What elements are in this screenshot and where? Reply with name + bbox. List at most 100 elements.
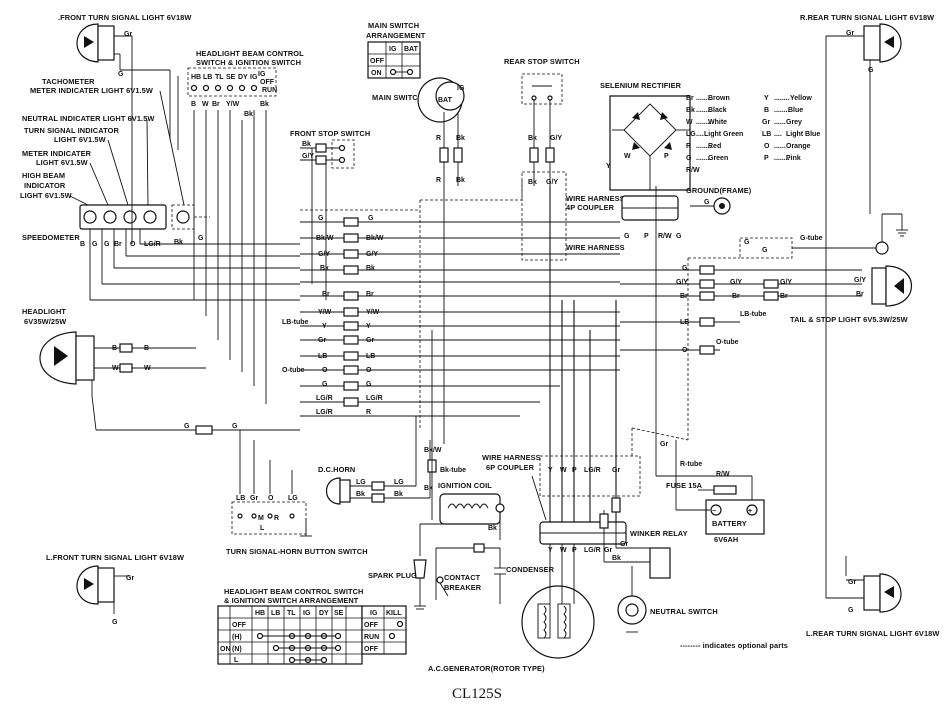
svg-text:Gr: Gr bbox=[126, 575, 134, 582]
svg-text:Gr: Gr bbox=[318, 337, 326, 344]
label-generator: A.C.GENERATOR(ROTOR TYPE) bbox=[428, 664, 545, 673]
svg-text:Br: Br bbox=[732, 293, 740, 300]
svg-text:G/Y: G/Y bbox=[854, 277, 866, 284]
svg-text:Y: Y bbox=[606, 163, 611, 170]
svg-text:LG: LG bbox=[288, 495, 298, 502]
ac-generator: A.C.GENERATOR(ROTOR TYPE) bbox=[428, 544, 595, 673]
svg-text:........: ........ bbox=[696, 95, 712, 102]
svg-text:Bk/W: Bk/W bbox=[366, 235, 384, 242]
svg-text:LB: LB bbox=[271, 610, 280, 617]
top-wires bbox=[131, 36, 523, 430]
svg-text:LB: LB bbox=[366, 353, 375, 360]
svg-text:IG: IG bbox=[389, 46, 397, 53]
label-contact: CONTACT bbox=[444, 573, 481, 582]
fuse-battery: R-tube R/W FUSE 15A − + BATTERY 6V6AH Gr bbox=[631, 186, 765, 544]
rear-stop-switch: REAR STOP SWITCH Bk G/Y Bk G/Y bbox=[504, 57, 580, 186]
selenium-rectifier: SELENIUM RECTIFIER Y W P R/W bbox=[600, 81, 700, 191]
label-rear-right-signal: R.REAR TURN SIGNAL LIGHT 6V18W bbox=[800, 13, 934, 22]
svg-text:G: G bbox=[744, 239, 750, 246]
svg-text:L: L bbox=[260, 525, 265, 532]
svg-text:Grey: Grey bbox=[786, 119, 802, 126]
svg-text:Br: Br bbox=[114, 241, 122, 248]
label-high-beam-3: LIGHT 6V1.5W bbox=[20, 191, 72, 200]
svg-text:Bk: Bk bbox=[260, 101, 269, 108]
svg-text:R/W: R/W bbox=[716, 471, 730, 478]
label-harness-4p: WIRE HARNESS bbox=[566, 194, 625, 203]
svg-text:Bk: Bk bbox=[394, 491, 403, 498]
svg-text:Bk: Bk bbox=[320, 265, 329, 272]
svg-text:Y: Y bbox=[322, 323, 327, 330]
svg-text:B: B bbox=[764, 107, 769, 114]
svg-text:Bk: Bk bbox=[302, 141, 311, 148]
label-front-right-signal: .FRONT TURN SIGNAL LIGHT 6V18W bbox=[58, 13, 191, 22]
label-ground: GROUND(FRAME) bbox=[686, 186, 752, 195]
svg-text:LG: LG bbox=[686, 131, 696, 138]
svg-text:Bk: Bk bbox=[488, 525, 497, 532]
label-neutral-indicator: NEUTRAL INDICATER LIGHT 6V1.5W bbox=[22, 114, 154, 123]
main-switch: MAIN SWITCH ARRANGEMENT IG BAT OFF ON MA… bbox=[366, 21, 465, 186]
svg-text:Brown: Brown bbox=[708, 95, 730, 102]
svg-text:G/Y: G/Y bbox=[550, 135, 562, 142]
label-hl-arr-2: & IGNITION SWITCH ARRANGEMENT bbox=[224, 596, 359, 605]
label-lb-tube-right: LB-tube bbox=[740, 311, 767, 318]
svg-text:O: O bbox=[366, 367, 372, 374]
svg-text:LG: LG bbox=[394, 479, 404, 486]
svg-text:W: W bbox=[624, 153, 631, 160]
label-wire-harness: WIRE HARNESS bbox=[566, 243, 625, 252]
svg-text:Red: Red bbox=[708, 143, 721, 150]
svg-text:G/Y: G/Y bbox=[318, 251, 330, 258]
svg-text:W: W bbox=[560, 467, 567, 474]
label-fuse: FUSE 15A bbox=[666, 481, 703, 490]
label-contact-2: BREAKER bbox=[444, 583, 482, 592]
svg-text:........: ........ bbox=[696, 155, 712, 162]
svg-text:LB: LB bbox=[680, 319, 689, 326]
legend-entry: B........Blue bbox=[764, 107, 803, 114]
svg-text:Br: Br bbox=[366, 291, 374, 298]
svg-text:LG/R: LG/R bbox=[366, 395, 383, 402]
legend-entry: O......Orange bbox=[764, 143, 811, 150]
svg-text:P: P bbox=[664, 153, 669, 160]
svg-text:R: R bbox=[436, 135, 441, 142]
svg-text:Gr: Gr bbox=[604, 547, 612, 554]
svg-text:W: W bbox=[112, 365, 119, 372]
label-turn-indicator: TURN SIGNAL INDICATOR bbox=[24, 126, 119, 135]
svg-text:........: ........ bbox=[696, 143, 712, 150]
svg-text:G: G bbox=[184, 423, 190, 430]
switch-contact-marks bbox=[256, 632, 342, 664]
svg-text:DY: DY bbox=[238, 74, 248, 81]
indicator-labels: TACHOMETER METER INDICATER LIGHT 6V1.5W … bbox=[20, 77, 154, 242]
label-hl-arr: HEADLIGHT BEAM CONTROL SWITCH bbox=[224, 587, 363, 596]
svg-text:O: O bbox=[682, 347, 688, 354]
legend-entry: G........Green bbox=[686, 155, 728, 162]
label-lb-tube: LB-tube bbox=[282, 319, 309, 326]
label-tachometer-2: METER INDICATER LIGHT 6V1.5W bbox=[30, 86, 153, 95]
label-selenium: SELENIUM RECTIFIER bbox=[600, 81, 682, 90]
svg-text:G: G bbox=[198, 235, 204, 242]
label-meter-indicator-2: LIGHT 6V1.5W bbox=[36, 158, 88, 167]
label-turn-horn: TURN SIGNAL-HORN BUTTON SWITCH bbox=[226, 547, 368, 556]
svg-text:M: M bbox=[258, 515, 264, 522]
color-legend: Br........Brown Bk........Black W.......… bbox=[686, 95, 820, 162]
connectors-left bbox=[343, 217, 359, 407]
legend-entry: Br........Brown bbox=[686, 95, 730, 102]
svg-text:O: O bbox=[322, 367, 328, 374]
svg-text:TL: TL bbox=[287, 610, 296, 617]
label-g-tube: G-tube bbox=[800, 235, 823, 242]
svg-text:LB: LB bbox=[203, 74, 212, 81]
svg-text:HB: HB bbox=[255, 610, 265, 617]
label-speedometer: SPEEDOMETER bbox=[22, 233, 80, 242]
front-stop-switch: FRONT STOP SWITCH Bk G/Y bbox=[290, 129, 370, 169]
svg-text:P: P bbox=[644, 233, 649, 240]
label-turn-indicator-2: LIGHT 6V1.5W bbox=[54, 135, 106, 144]
label-high-beam: HIGH BEAM bbox=[22, 171, 65, 180]
rear-left-turn-signal: Gr G L.REAR TURN SIGNAL LIGHT 6V18W bbox=[806, 556, 939, 638]
meter-bulbs: B G G Br O LG/R Bk G bbox=[79, 204, 210, 248]
svg-text:Bk: Bk bbox=[244, 111, 253, 118]
label-o-tube-right: O-tube bbox=[716, 339, 739, 346]
svg-text:LG/R: LG/R bbox=[316, 395, 333, 402]
svg-text:G/Y: G/Y bbox=[780, 279, 792, 286]
svg-text:−: − bbox=[712, 508, 716, 515]
svg-text:Y/W: Y/W bbox=[226, 101, 240, 108]
svg-text:IG: IG bbox=[258, 71, 266, 78]
